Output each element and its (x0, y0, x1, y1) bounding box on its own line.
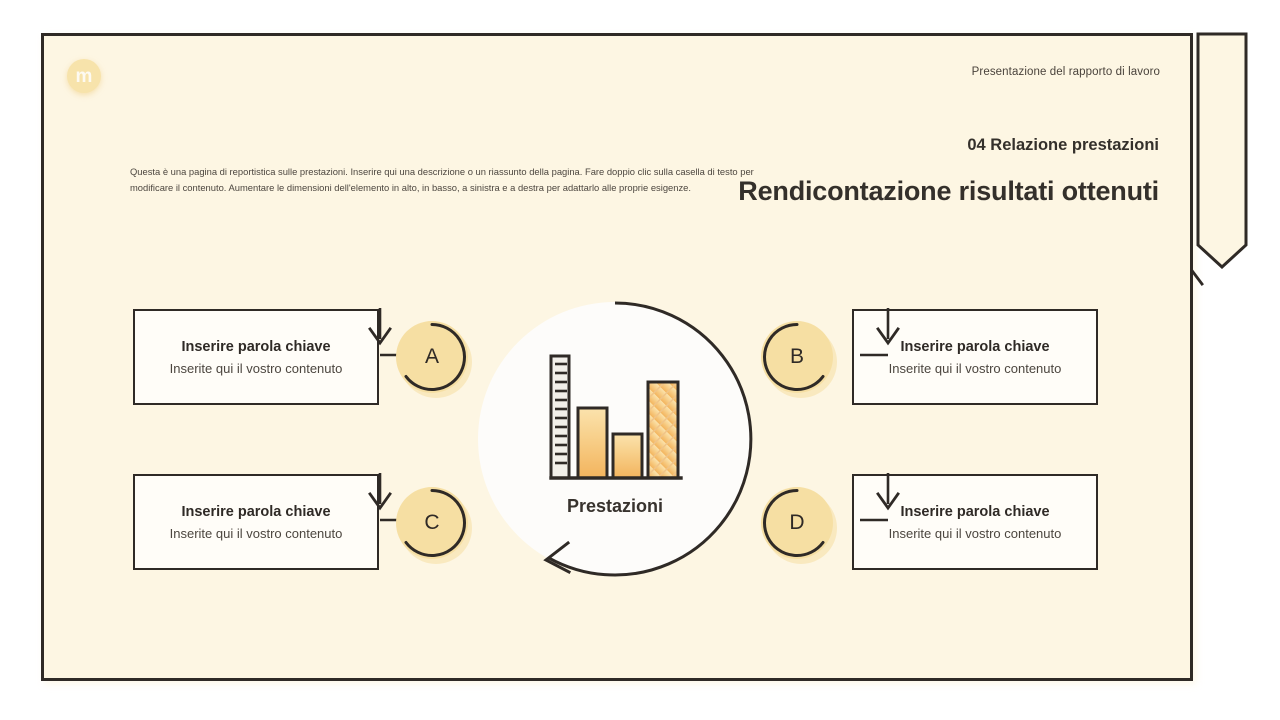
card-b-content: Inserite qui il vostro contenuto (888, 360, 1062, 376)
badge-a-ring (404, 323, 466, 391)
card-c-keyword: Inserire parola chiave (181, 503, 331, 520)
badge-a: A (396, 321, 468, 393)
connector-b (838, 305, 908, 415)
card-c[interactable]: Inserire parola chiave Inserite qui il v… (133, 474, 379, 570)
badge-d-ring (763, 489, 825, 557)
badge-c: C (396, 487, 468, 559)
badge-d-letter: D (789, 511, 805, 534)
card-b[interactable]: Inserire parola chiave Inserite qui il v… (852, 309, 1098, 405)
card-a-keyword: Inserire parola chiave (181, 338, 331, 355)
brand-logo: m (67, 59, 101, 93)
brand-logo-letter: m (75, 65, 93, 87)
section-eyebrow: 04 Relazione prestazioni (967, 136, 1159, 154)
badge-c-ring (404, 489, 466, 557)
connector-d (838, 470, 908, 580)
badge-c-letter: C (424, 511, 440, 534)
ribbon-bookmark-shape (1196, 31, 1248, 269)
badge-d: D (761, 487, 833, 559)
badge-b-letter: B (789, 345, 804, 368)
slide-description: Questa è una pagina di reportistica sull… (130, 166, 754, 194)
hub-ring-arrow-icon (543, 301, 753, 577)
card-d-content: Inserite qui il vostro contenuto (888, 525, 1062, 541)
card-c-content: Inserite qui il vostro contenuto (169, 525, 343, 541)
card-d-keyword: Inserire parola chiave (900, 503, 1050, 520)
deck-kicker: Presentazione del rapporto di lavoro (971, 66, 1160, 78)
badge-a-letter: A (424, 345, 439, 368)
card-d[interactable]: Inserire parola chiave Inserite qui il v… (852, 474, 1098, 570)
hub-label: Prestazioni (566, 496, 664, 516)
bar-chart-icon (549, 354, 683, 480)
card-a[interactable]: Inserire parola chiave Inserite qui il v… (133, 309, 379, 405)
badge-b: B (761, 321, 833, 393)
page-title: Rendicontazione risultati ottenuti (738, 176, 1159, 206)
card-a-content: Inserite qui il vostro contenuto (169, 360, 343, 376)
center-hub: Prestazioni (476, 300, 754, 578)
badge-b-ring (763, 323, 825, 391)
card-b-keyword: Inserire parola chiave (900, 338, 1050, 355)
